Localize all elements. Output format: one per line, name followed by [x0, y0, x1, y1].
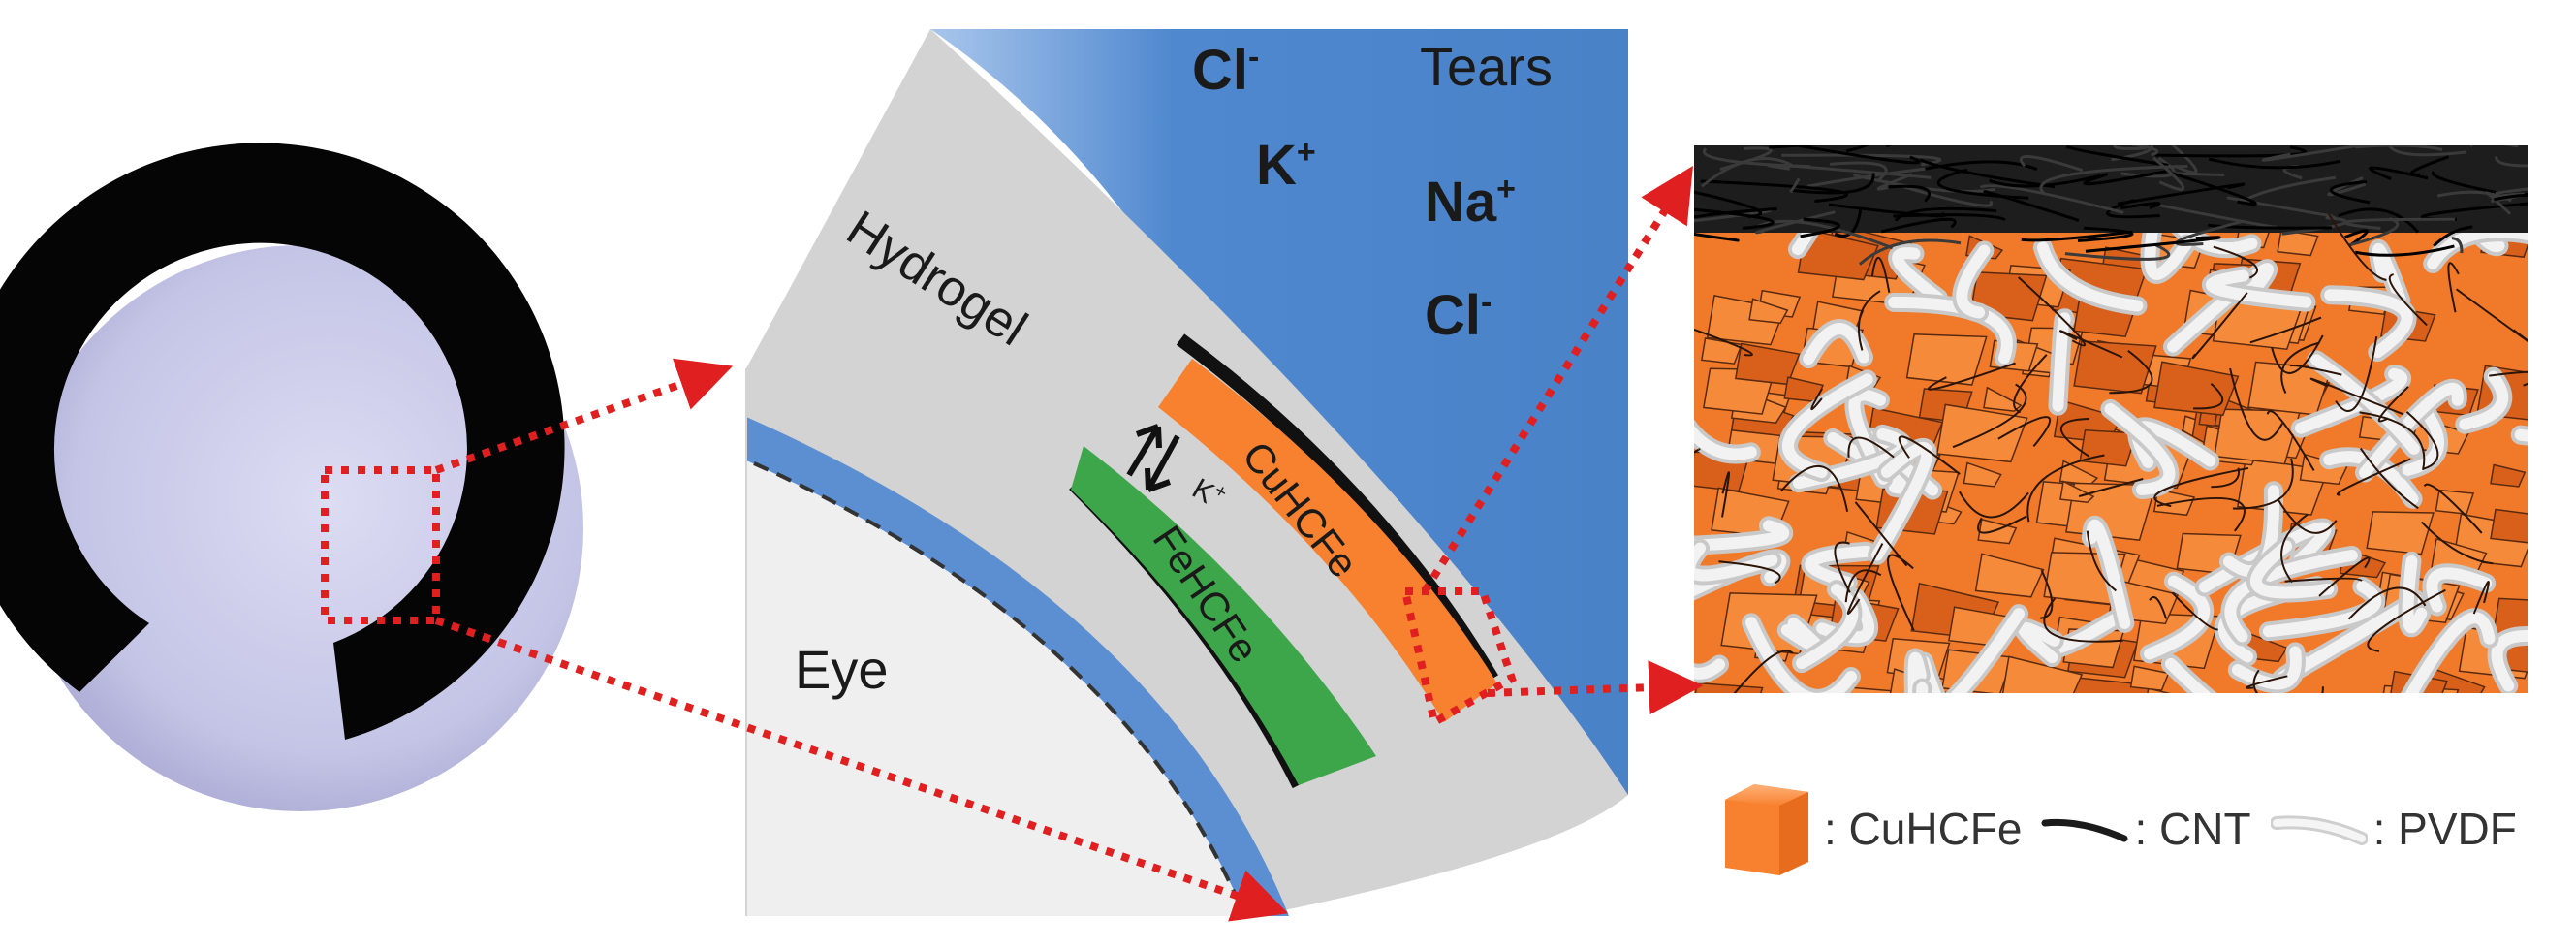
- ion-k: K+: [1256, 134, 1316, 197]
- pvdf-fiber-icon: [2270, 815, 2368, 845]
- arrow-down-icon: [1146, 434, 1180, 491]
- contact-lens: [0, 143, 583, 811]
- electrode-zoom-box: [1400, 587, 1517, 729]
- arrow-up-icon: [1126, 425, 1161, 477]
- legend-cnt-label: : CNT: [2134, 804, 2251, 854]
- ion-exchange-arrows: [1126, 424, 1180, 492]
- zoom-connectors: [321, 166, 1704, 922]
- cnt-fiber-icon: [2041, 818, 2128, 842]
- inner-tear-film: [746, 417, 1289, 916]
- eye-surface-dashed: [753, 461, 1244, 912]
- label-tears: Tears: [1420, 36, 1553, 97]
- legend-pvdf-label: : PVDF: [2372, 804, 2517, 854]
- cuhcfe-cube-icon: [1715, 778, 1816, 879]
- electrode-ring: [0, 143, 565, 740]
- ion-na: Na+: [1425, 171, 1516, 234]
- ion-cl-mid: Cl-: [1425, 284, 1492, 347]
- ion-cl-top: Cl-: [1192, 39, 1259, 102]
- microstructure-panel: [1694, 145, 2528, 693]
- eye-region: [746, 460, 1245, 916]
- legend: : CuHCFe : CNT : PVDF: [1715, 784, 2517, 875]
- legend-cuhcfe-label: : CuHCFe: [1824, 804, 2023, 854]
- connector-to-micro-top: [1421, 166, 1693, 594]
- fehcfe-electrode: [1071, 446, 1376, 785]
- label-eye: Eye: [795, 639, 889, 700]
